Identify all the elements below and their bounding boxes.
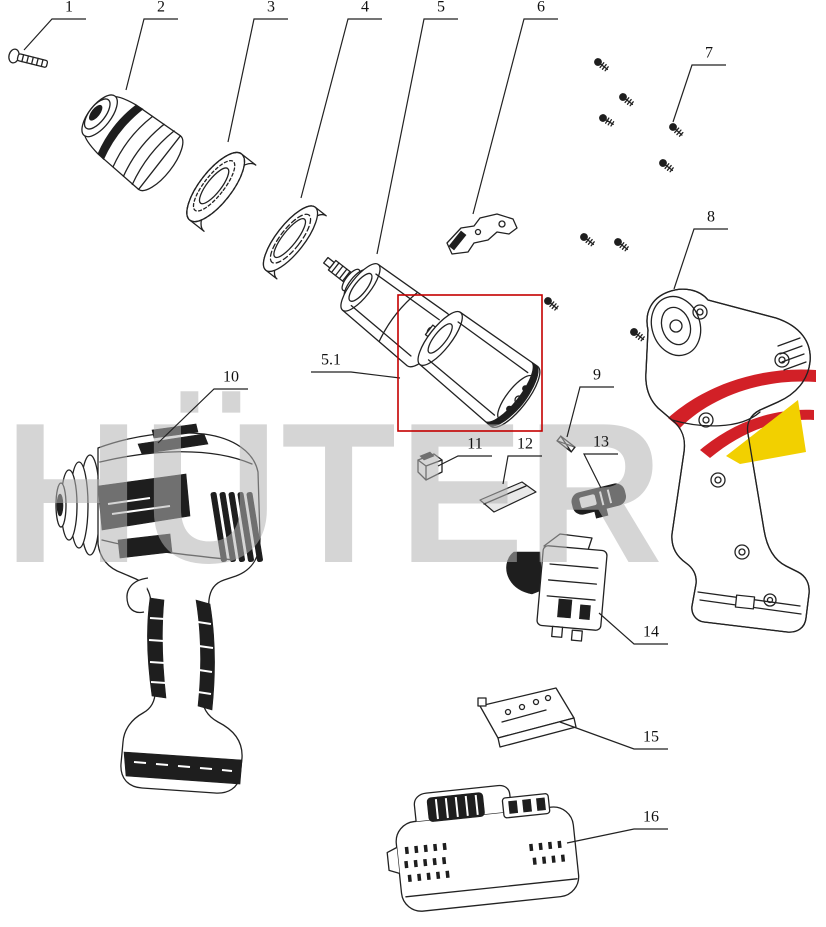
part-9-pin-drawing <box>556 435 576 453</box>
leader-line-part-5 <box>376 18 458 255</box>
part-1-screw-drawing <box>8 48 49 68</box>
leader-line-part-9 <box>566 386 614 438</box>
part-15-terminal-plate-drawing <box>477 687 577 748</box>
part-6-support-bracket-drawing <box>446 213 518 255</box>
leader-line-part-11 <box>437 455 492 467</box>
part-2-chuck-drawing <box>81 94 184 192</box>
housing-top-ridge <box>137 433 209 455</box>
leader-line-part-10 <box>157 388 248 444</box>
part-8-right-housing-drawing <box>645 288 816 633</box>
leader-line-part-13 <box>583 453 618 489</box>
leader-line-part-2 <box>125 18 178 91</box>
leader-line-part-3 <box>227 18 288 143</box>
part-11-bit-holder-drawing <box>417 451 443 481</box>
leader-line-part-8 <box>673 228 728 290</box>
leader-line-part-1 <box>23 18 86 51</box>
part-16-battery-pack-drawing <box>386 784 580 912</box>
leader-line-part-4 <box>300 18 382 199</box>
leader-line-part-15 <box>559 721 668 750</box>
housing-grip-front <box>147 597 167 699</box>
part-7-screws-drawing <box>544 58 684 342</box>
part-5-1-motor-drawing <box>417 310 541 428</box>
housing-rear-vents <box>210 492 263 563</box>
logo-yellow-shape <box>726 400 806 464</box>
logo-red-swoosh-2 <box>700 409 814 458</box>
leader-line-part-12 <box>502 455 542 485</box>
leader-line-part-14 <box>598 612 668 645</box>
leader-line-part-6 <box>472 18 558 215</box>
part-4-clutch-ring-drawing <box>262 205 327 280</box>
housing-trigger-bump <box>126 577 149 614</box>
leader-line-part-5.1 <box>311 371 401 379</box>
motor-highlight-box <box>397 294 543 432</box>
part-13-forward-reverse-switch-drawing <box>571 483 627 519</box>
housing-grip-back <box>195 599 215 711</box>
part-10-left-housing-drawing <box>55 423 263 794</box>
leader-line-part-7 <box>672 64 726 123</box>
part-3-ring-gear-drawing <box>186 151 257 232</box>
part-14-trigger-switch-drawing <box>506 533 608 642</box>
housing-brand-patch <box>97 473 191 531</box>
part-5-gearbox-drawing <box>323 256 451 368</box>
part-12-plate-drawing <box>479 481 537 513</box>
leader-line-part-16 <box>566 828 668 844</box>
housing-foot-band <box>123 751 243 785</box>
